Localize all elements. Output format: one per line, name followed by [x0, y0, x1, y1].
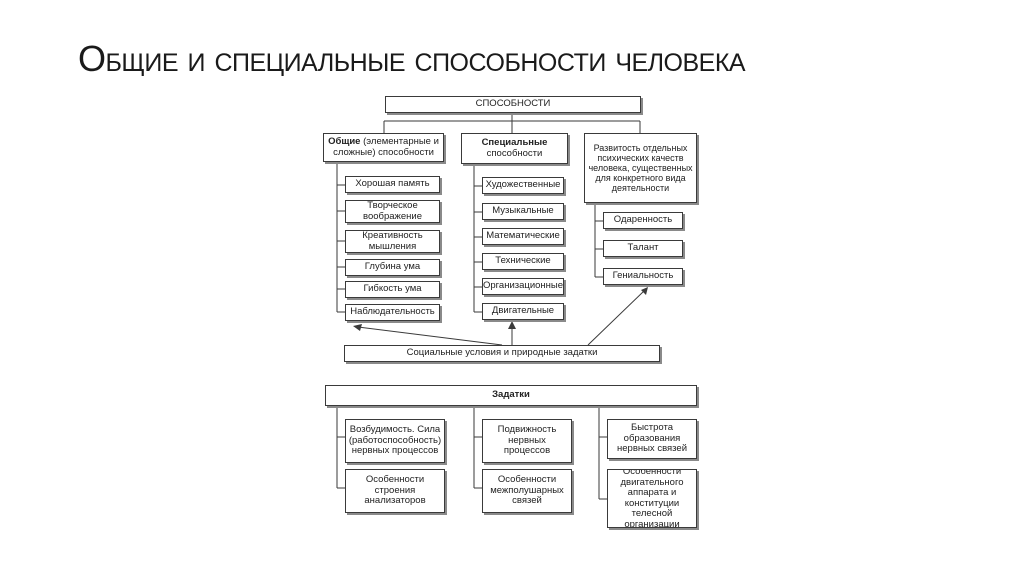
inclinations-label: Задатки [492, 389, 530, 401]
inclination-item: Особенности межполушарных связей [482, 469, 572, 513]
general-abilities-box: Общие (элементарные и сложные) способнос… [323, 133, 444, 162]
special-item: Технические [482, 253, 564, 270]
inclinations-box: Задатки [325, 385, 697, 406]
development-box: Развитость отдельных психических качеств… [584, 133, 697, 203]
general-item: Хорошая память [345, 176, 440, 193]
development-label: Развитость отдельных психических качеств… [588, 143, 693, 193]
slide-title: Общие и специальные способности человека [78, 38, 746, 79]
connector-line [587, 289, 646, 346]
general-item: Креативность мышления [345, 230, 440, 253]
development-item: Гениальность [603, 268, 683, 285]
general-item: Наблюдательность [345, 304, 440, 321]
special-item: Математические [482, 228, 564, 245]
inclination-item: Особенности строения анализаторов [345, 469, 445, 513]
arrowhead [641, 287, 648, 295]
connector-line [357, 326, 503, 346]
general-item: Творческое воображение [345, 200, 440, 223]
inclination-item: Подвижность нервных процессов [482, 419, 572, 463]
general-abilities-label: Общие (элементарные и сложные) способнос… [328, 136, 439, 158]
development-item: Одаренность [603, 212, 683, 229]
special-item: Художественные [482, 177, 564, 194]
root-box: СПОСОБНОСТИ [385, 96, 641, 113]
root-label: СПОСОБНОСТИ [475, 98, 551, 110]
inclination-item: Быстрота образования нервных связей [607, 419, 697, 459]
inclination-item: Особенности двигательного аппарата и кон… [607, 469, 697, 528]
conditions-label: Социальные условия и природные задатки [406, 347, 598, 359]
arrowhead [353, 324, 362, 331]
development-item: Талант [603, 240, 683, 257]
general-item: Глубина ума [345, 259, 440, 276]
general-item: Гибкость ума [345, 281, 440, 298]
special-item: Двигательные [482, 303, 564, 320]
conditions-bar: Социальные условия и природные задатки [344, 345, 660, 362]
inclination-item: Возбудимость. Сила (работоспособность) н… [345, 419, 445, 463]
special-item: Музыкальные [482, 203, 564, 220]
arrowhead [508, 321, 516, 329]
special-item: Организационные [482, 278, 564, 295]
